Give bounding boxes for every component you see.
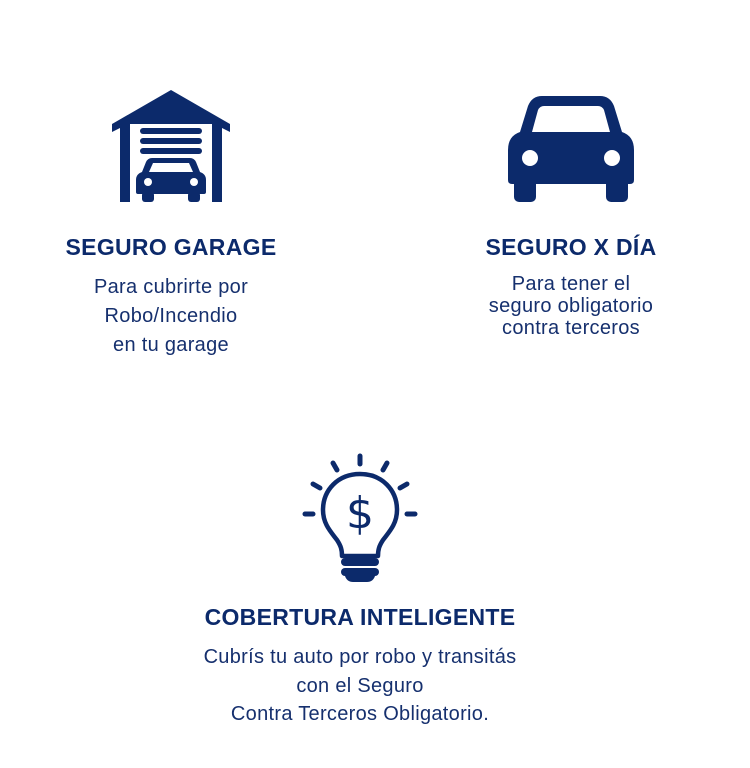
feature-description-line: contra terceros xyxy=(502,317,640,339)
lightbulb-dollar-icon: $ xyxy=(302,453,418,582)
feature-seguro-garage: SEGURO GARAGE Para cubrirte por Robo/Inc… xyxy=(40,88,302,360)
feature-description: Para cubrirte por Robo/Incendio en tu ga… xyxy=(40,273,302,360)
car-icon xyxy=(508,96,634,202)
feature-description-line: en tu garage xyxy=(113,334,229,356)
feature-description-line: seguro obligatorio xyxy=(488,295,654,317)
feature-description-line: Para cubrirte por xyxy=(93,276,249,298)
feature-cobertura-inteligente: $ COBERTURA INTELIGENTE Cubrís tu auto p… xyxy=(150,452,570,729)
feature-description-line: con el Seguro xyxy=(296,674,424,697)
feature-seguro-x-dia: SEGURO X DÍA Para tener el seguro obliga… xyxy=(440,92,702,339)
feature-description-line: Robo/Incendio xyxy=(104,305,238,327)
feature-description-line: Contra Terceros Obligatorio. xyxy=(230,703,490,725)
svg-text:$: $ xyxy=(346,488,374,539)
feature-title: SEGURO X DÍA xyxy=(485,234,657,260)
feature-description-line: Cubrís tu auto por robo y transitás xyxy=(203,646,517,668)
garage-icon xyxy=(112,90,230,202)
feature-description-line: Para tener el xyxy=(511,273,631,295)
feature-description: Para tener el seguro obligatorio contra … xyxy=(440,273,702,339)
feature-title: COBERTURA INTELIGENTE xyxy=(204,604,516,630)
feature-description: Cubrís tu auto por robo y transitás con … xyxy=(150,643,570,729)
feature-title: SEGURO GARAGE xyxy=(65,234,277,260)
